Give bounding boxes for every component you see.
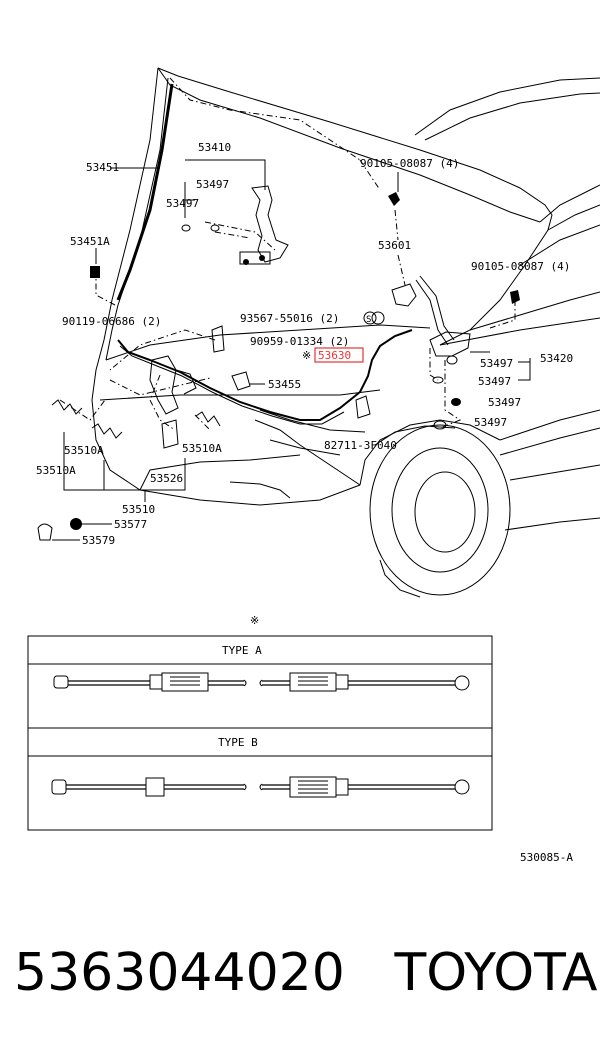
clip-53451a <box>90 266 100 278</box>
label-82711: 82711-3F040 <box>324 439 397 452</box>
asterisk-mark: ※ <box>250 614 259 627</box>
hood-hinge-left <box>251 185 289 263</box>
label-53451a: 53451A <box>70 235 110 248</box>
hood-lock <box>149 355 179 415</box>
label-53526: 53526 <box>150 472 183 485</box>
brand-name: TOYOTA <box>394 943 598 1003</box>
type-a-heading: TYPE A <box>222 644 262 657</box>
label-53510a: 53510A <box>182 442 222 455</box>
label-53497: 53497 <box>488 396 521 409</box>
label-53497: 53497 <box>478 375 511 388</box>
parts <box>37 83 520 541</box>
figure-code: 530085-A <box>520 851 573 864</box>
car-body-drawing <box>91 67 600 598</box>
washer-icon <box>451 398 461 406</box>
bolt-icon <box>510 290 520 304</box>
label-53601: 53601 <box>378 239 411 252</box>
label-90119: 90119-06686 (2) <box>62 315 161 328</box>
hinge-53601 <box>391 283 417 307</box>
release-cable <box>117 329 413 421</box>
label-53455: 53455 <box>268 378 301 391</box>
label-90105-right: 90105-08087 (4) <box>471 260 570 273</box>
asterisk-mark: ※ <box>302 349 311 362</box>
label-53497: 53497 <box>480 357 513 370</box>
support-rod <box>116 83 174 301</box>
washer-icon <box>432 376 444 384</box>
table-frame <box>27 635 493 831</box>
type-b-heading: TYPE B <box>218 736 258 749</box>
label-brackets <box>52 159 531 541</box>
label-93567: 93567-55016 (2) <box>240 312 339 325</box>
spring-icon <box>91 423 123 439</box>
type-b-cable <box>51 776 470 798</box>
part-number: 5363044020 <box>14 943 345 1003</box>
type-a-cable <box>53 672 470 692</box>
label-53497: 53497 <box>196 178 229 191</box>
washer-icon <box>181 224 191 232</box>
label-53577: 53577 <box>114 518 147 531</box>
label-90105-top: 90105-08087 (4) <box>360 157 459 170</box>
bracket-icon <box>211 325 225 353</box>
highlight-box <box>314 347 364 363</box>
label-53579: 53579 <box>82 534 115 547</box>
s-mark: S <box>366 315 371 325</box>
part-labels: 53451 53410 53497 53497 53451A 90105-080… <box>36 141 573 547</box>
label-53510a: 53510A <box>36 464 76 477</box>
washer-icon <box>210 224 220 232</box>
part-title: 5363044020 TOYOTA <box>14 938 598 1008</box>
label-53410: 53410 <box>198 141 231 154</box>
cable-clip <box>231 371 251 391</box>
washer-icon <box>433 420 447 430</box>
washer-icon <box>446 355 458 365</box>
spring-icon <box>51 399 83 415</box>
hood-hinge-right <box>429 331 471 357</box>
label-53510: 53510 <box>122 503 155 516</box>
label-53497: 53497 <box>474 416 507 429</box>
label-53451: 53451 <box>86 161 119 174</box>
bracket-82711 <box>355 395 371 419</box>
bolt-icon <box>388 192 400 206</box>
type-table: ※ TYPE A TYPE B <box>27 614 493 831</box>
s-mark-circle <box>363 311 377 325</box>
cap-icon <box>37 523 53 541</box>
clamp-icon <box>371 311 385 325</box>
bracket-53526 <box>161 419 179 449</box>
label-53630-highlighted: 53630 <box>318 349 351 362</box>
label-90959: 90959-01334 (2) <box>250 335 349 348</box>
label-53420: 53420 <box>540 352 573 365</box>
nut-icon <box>70 518 82 530</box>
leader-lines <box>59 77 516 431</box>
label-53510a: 53510A <box>64 444 104 457</box>
label-53497: 53497 <box>166 197 199 210</box>
spring-icon <box>195 411 221 427</box>
